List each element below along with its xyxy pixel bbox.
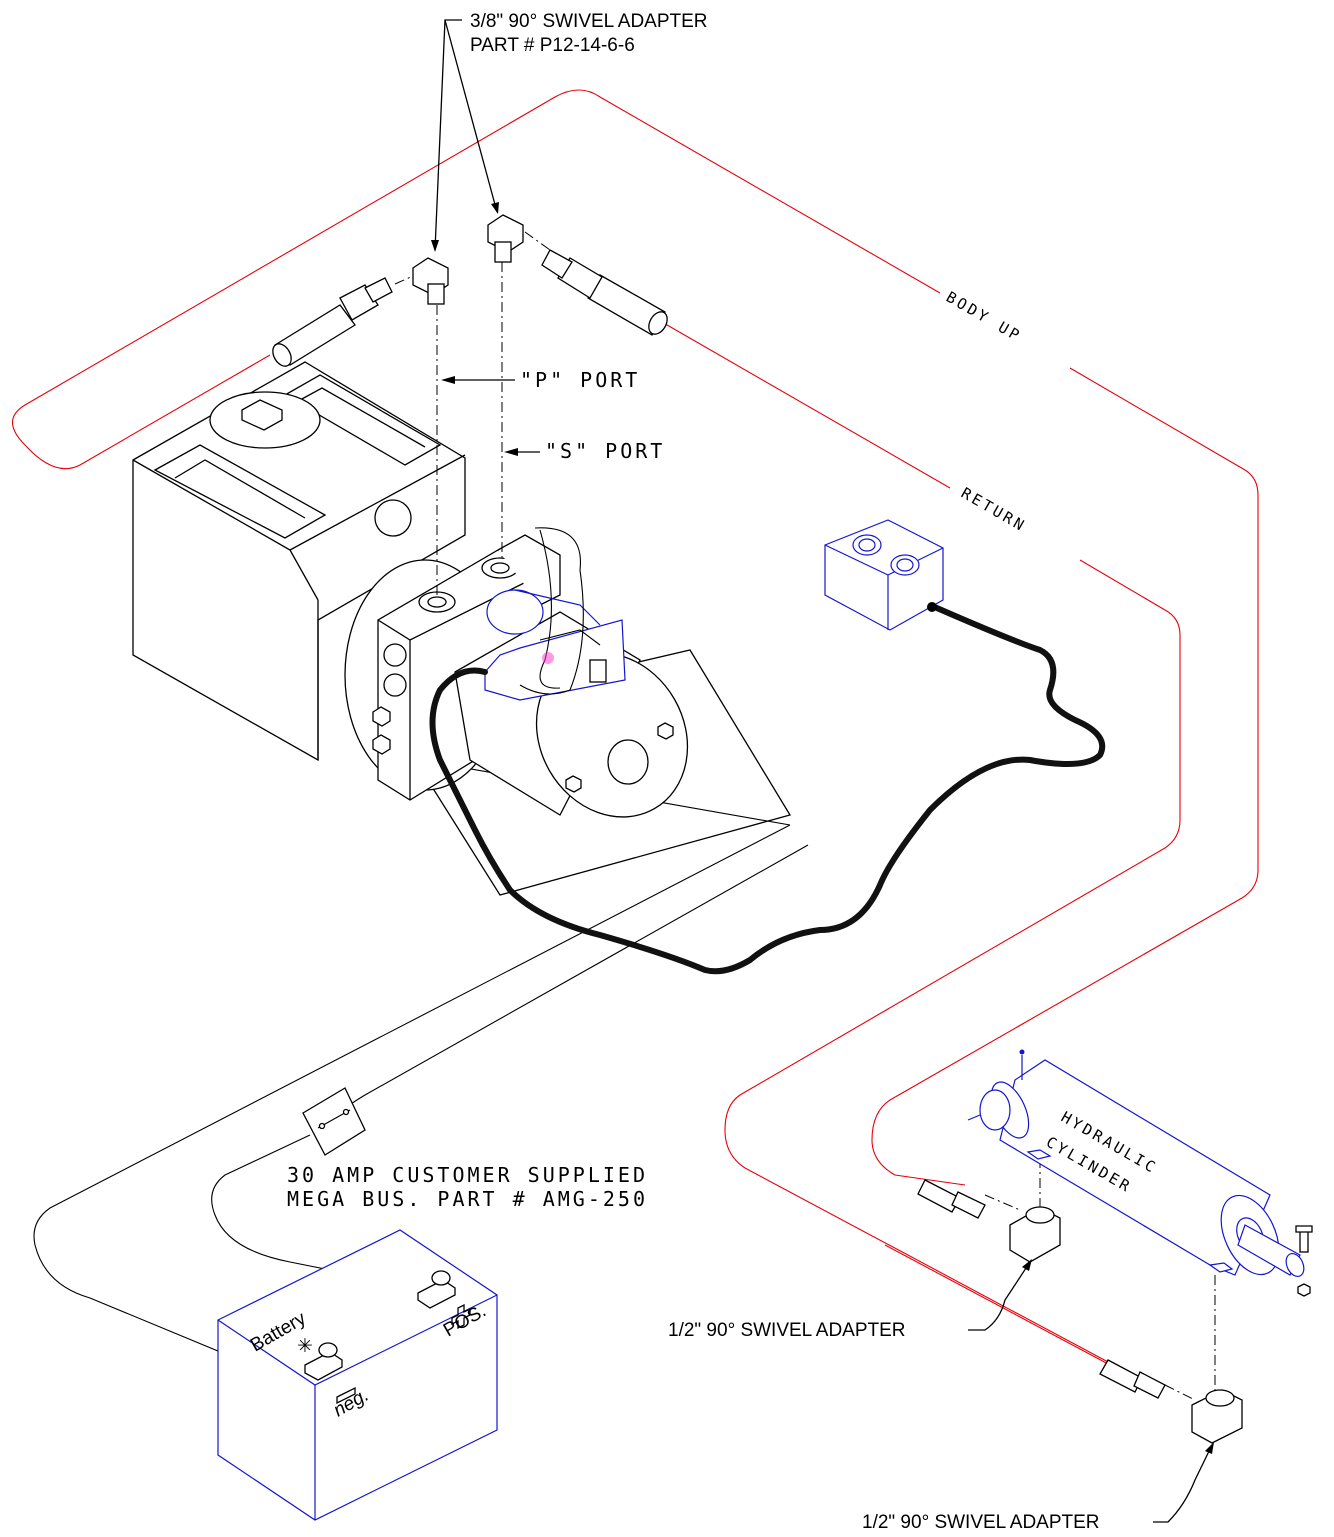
s-port-label: "S" PORT [545, 439, 665, 463]
fuse-label-line2: MEGA BUS. PART # AMG-250 [287, 1187, 648, 1211]
s-port-leader [504, 448, 540, 456]
swivel-38-leaders [431, 19, 499, 252]
fuse-holder [302, 1087, 366, 1156]
swivel-12-label-upper: 1/2" 90° SWIVEL ADAPTER [668, 1320, 906, 1341]
body-up-hose [11, 89, 1259, 1366]
return-label: RETURN [958, 484, 1030, 536]
cylinder-lower-swivel-adapter [1191, 1389, 1243, 1444]
right-hose-end [541, 249, 668, 336]
centerlines [394, 231, 1216, 1401]
cylinder-lower-hose-end [1099, 1359, 1166, 1399]
down-button [890, 554, 920, 576]
p-port-swivel-adapter [412, 257, 449, 305]
up-button [852, 534, 882, 556]
reservoir-tank [132, 361, 466, 762]
swivel-12-upper-leader [968, 1259, 1032, 1331]
fuse-label-line1: 30 AMP CUSTOMER SUPPLIED [287, 1163, 648, 1187]
plus-sign-icon [451, 1303, 471, 1330]
hydraulic-cylinder [967, 1049, 1313, 1297]
cylinder-upper-swivel-adapter [1009, 1206, 1061, 1263]
control-cable [429, 602, 1106, 975]
swivel-12-label-lower: 1/2" 90° SWIVEL ADAPTER [862, 1512, 1100, 1533]
minus-sign-icon [336, 1386, 356, 1405]
battery: ✳ [217, 1229, 498, 1521]
body-up-label: BODY UP [943, 288, 1025, 346]
return-hose [654, 317, 1181, 1364]
left-hose-end [272, 277, 393, 367]
s-port-swivel-adapter [487, 214, 524, 263]
remote-pendant [824, 519, 944, 631]
p-port-label: "P" PORT [520, 368, 640, 392]
swivel-38-label-line2: PART # P12-14-6-6 [470, 35, 635, 56]
cylinder-upper-hose-end [917, 1179, 986, 1219]
swivel-12-lower-leader [1153, 1442, 1214, 1523]
star-mark: ✳ [297, 1336, 313, 1357]
p-port-leader [441, 376, 515, 384]
swivel-38-label-line1: 3/8" 90° SWIVEL ADAPTER [470, 11, 708, 32]
solenoid [484, 527, 626, 701]
